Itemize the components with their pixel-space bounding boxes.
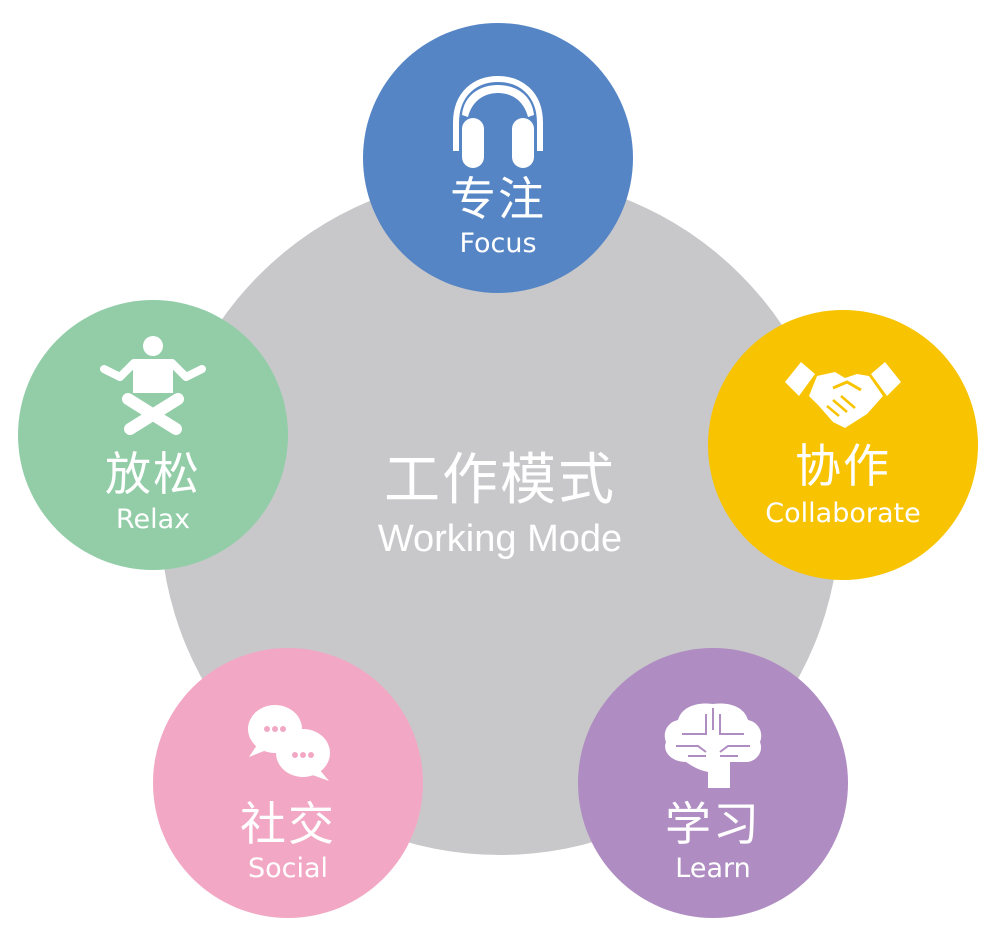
learn-label-en: Learn	[675, 853, 751, 884]
relax-label-en: Relax	[115, 504, 191, 535]
brain-icon	[664, 703, 762, 788]
node-social: 社交 Social	[153, 648, 423, 918]
focus-label-zh: 专注	[450, 172, 546, 226]
hub-title-zh: 工作模式	[384, 448, 616, 513]
node-collaborate: 协作 Collaborate	[708, 310, 978, 580]
node-relax: 放松 Relax	[18, 300, 288, 570]
learn-label-zh: 学习	[665, 797, 761, 851]
focus-label-en: Focus	[459, 228, 537, 259]
meditation-person-icon	[100, 336, 206, 435]
handshake-icon	[785, 362, 901, 428]
node-focus: 专注 Focus	[363, 23, 633, 293]
collaborate-label-zh: 协作	[795, 439, 891, 493]
relax-label-zh: 放松	[105, 447, 201, 501]
chat-bubbles-icon	[248, 705, 330, 781]
collaborate-label-en: Collaborate	[765, 498, 921, 529]
headphones-icon	[453, 75, 543, 168]
social-label-zh: 社交	[240, 797, 336, 851]
node-learn: 学习 Learn	[578, 648, 848, 918]
social-label-en: Social	[247, 853, 329, 884]
hub-title-en: Working Mode	[377, 518, 623, 560]
